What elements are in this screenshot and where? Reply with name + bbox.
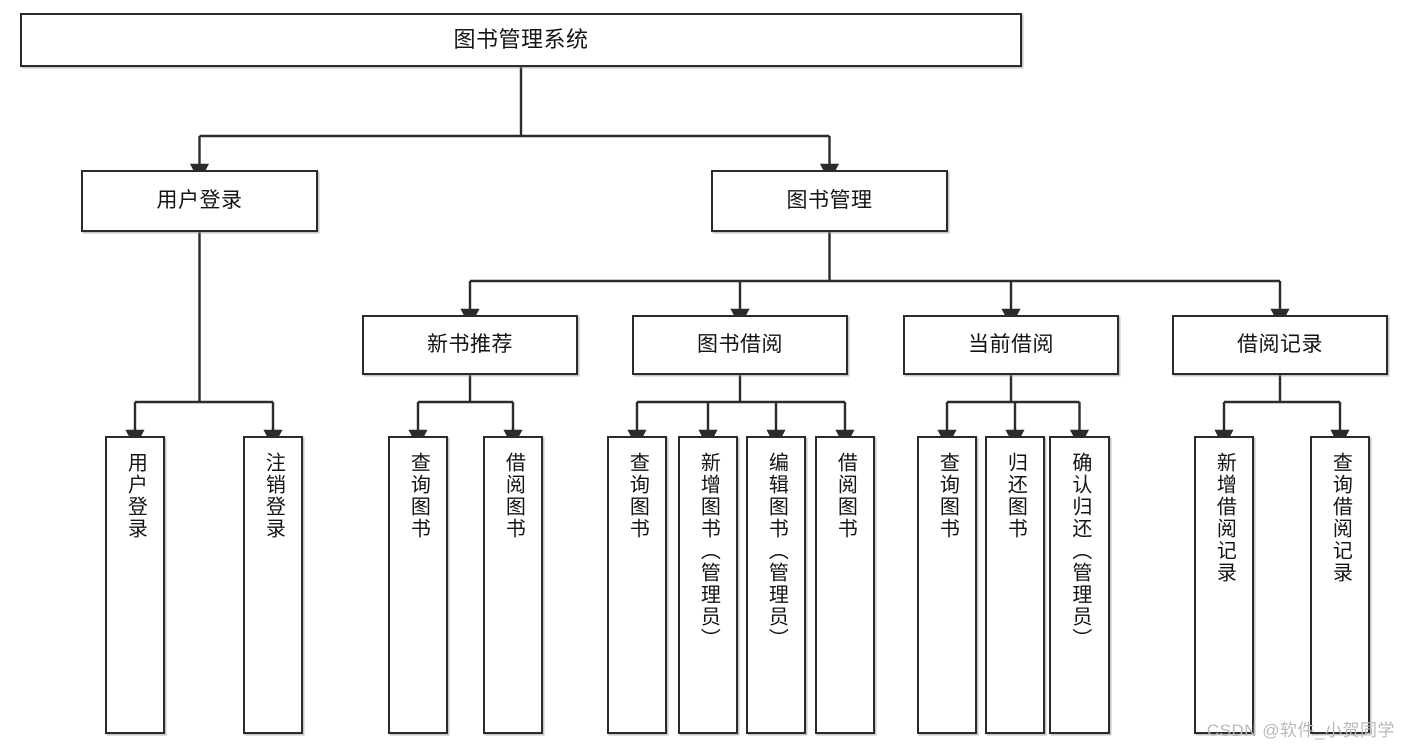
node-l2[interactable]: 注销登录 bbox=[243, 436, 303, 734]
node-l5[interactable]: 查询图书 bbox=[607, 436, 667, 734]
node-label: 注销登录 bbox=[262, 452, 285, 540]
node-borrow[interactable]: 图书借阅 bbox=[632, 315, 848, 375]
node-label: 查询图书 bbox=[626, 452, 649, 540]
node-l11[interactable]: 确认归还（管理员） bbox=[1049, 436, 1110, 734]
node-newbook[interactable]: 新书推荐 bbox=[362, 315, 578, 375]
node-l6[interactable]: 新增图书（管理员） bbox=[678, 436, 738, 734]
node-records[interactable]: 借阅记录 bbox=[1172, 315, 1388, 375]
node-label: 查询借阅记录 bbox=[1329, 452, 1352, 584]
node-label: 新书推荐 bbox=[427, 332, 513, 356]
node-label: 新增图书（管理员） bbox=[697, 452, 720, 650]
node-label: 当前借阅 bbox=[968, 332, 1054, 356]
node-l10[interactable]: 归还图书 bbox=[985, 436, 1045, 734]
node-l13[interactable]: 查询借阅记录 bbox=[1310, 436, 1370, 734]
node-l4[interactable]: 借阅图书 bbox=[483, 436, 543, 734]
node-l9[interactable]: 查询图书 bbox=[917, 436, 977, 734]
node-label: 新增借阅记录 bbox=[1213, 452, 1236, 584]
node-l7[interactable]: 编辑图书（管理员） bbox=[746, 436, 806, 734]
node-label: 图书管理系统 bbox=[453, 27, 589, 53]
node-bookmgmt[interactable]: 图书管理 bbox=[711, 170, 948, 232]
node-label: 确认归还（管理员） bbox=[1068, 452, 1091, 650]
node-l8[interactable]: 借阅图书 bbox=[815, 436, 875, 734]
node-l1[interactable]: 用户登录 bbox=[105, 436, 165, 734]
node-label: 查询图书 bbox=[936, 452, 959, 540]
node-current[interactable]: 当前借阅 bbox=[903, 315, 1119, 375]
node-l12[interactable]: 新增借阅记录 bbox=[1194, 436, 1254, 734]
node-login[interactable]: 用户登录 bbox=[81, 170, 318, 232]
node-label: 编辑图书（管理员） bbox=[765, 452, 788, 650]
node-label: 用户登录 bbox=[124, 452, 147, 540]
node-label: 借阅记录 bbox=[1237, 332, 1323, 356]
node-root[interactable]: 图书管理系统 bbox=[20, 13, 1022, 67]
node-label: 借阅图书 bbox=[502, 452, 525, 540]
node-label: 图书管理 bbox=[786, 188, 873, 212]
node-label: 查询图书 bbox=[407, 452, 430, 540]
node-label: 图书借阅 bbox=[697, 332, 783, 356]
node-label: 归还图书 bbox=[1004, 452, 1027, 540]
node-label: 借阅图书 bbox=[834, 452, 857, 540]
node-label: 用户登录 bbox=[156, 188, 243, 212]
node-l3[interactable]: 查询图书 bbox=[388, 436, 448, 734]
